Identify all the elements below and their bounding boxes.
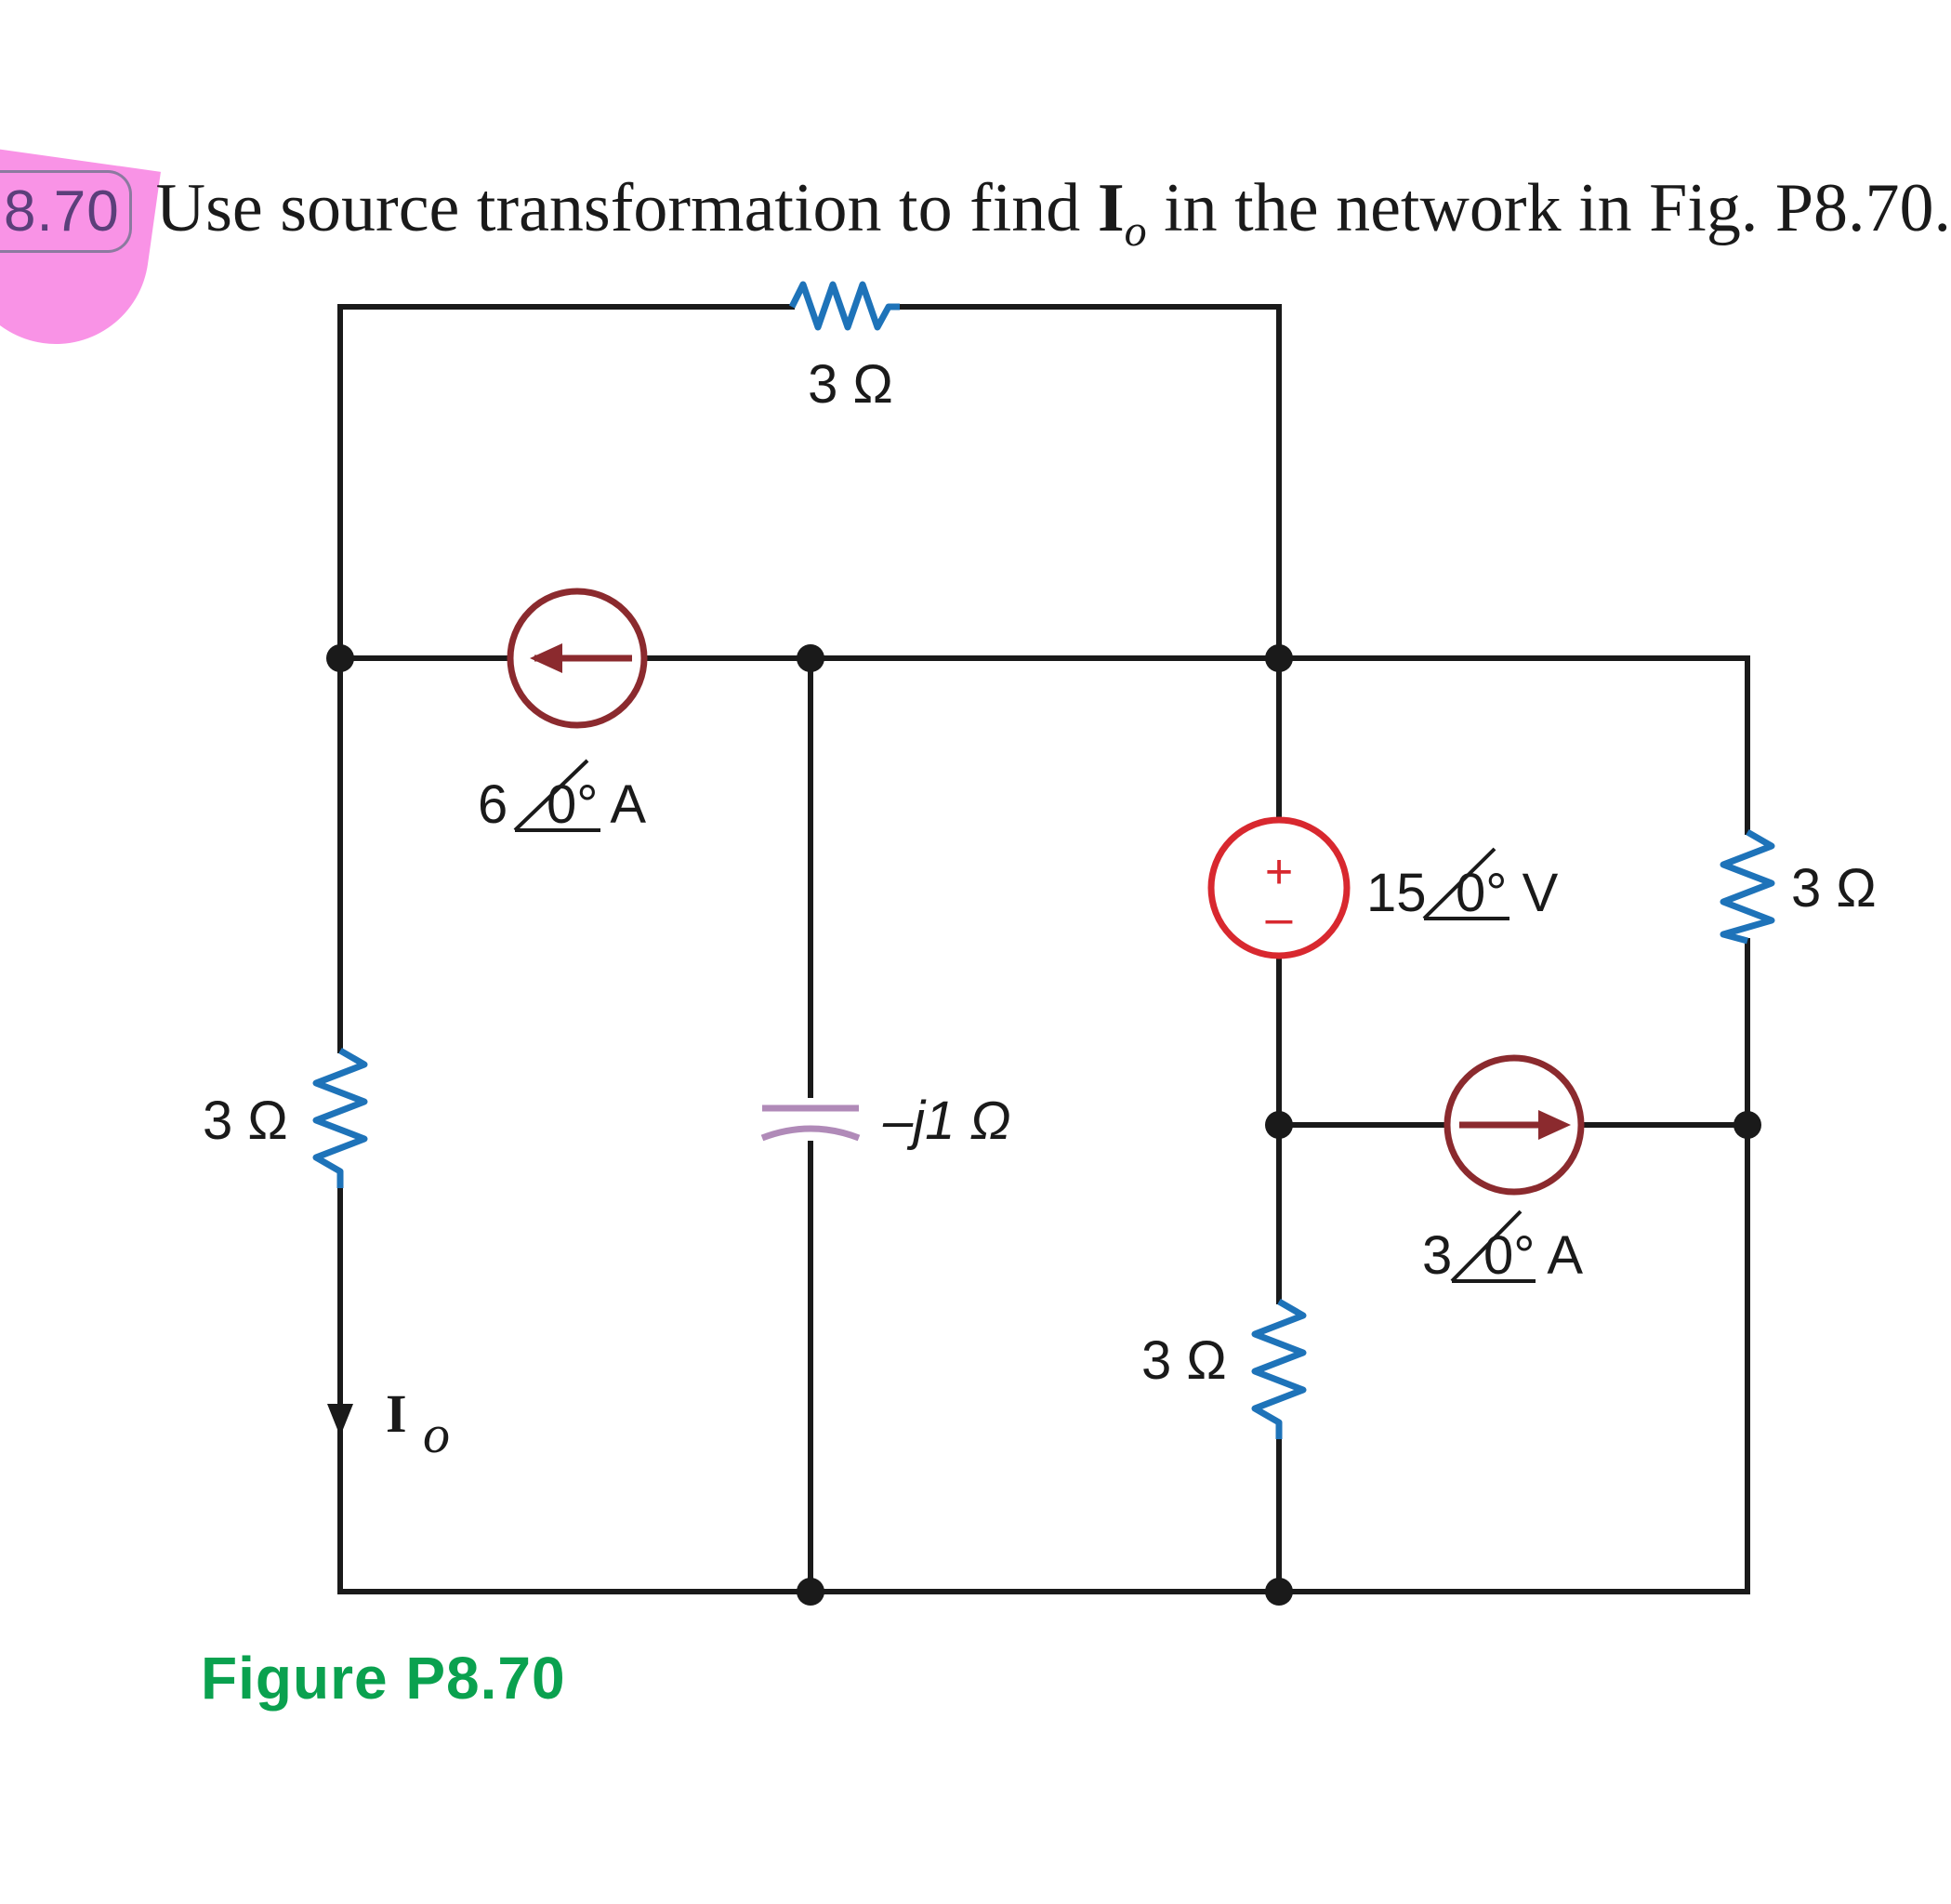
current-source-right bbox=[1443, 1054, 1585, 1196]
problem-text-after: in the network in Fig. P8.70. bbox=[1146, 170, 1951, 246]
label-current-source-left: 6 0° A bbox=[478, 759, 646, 835]
node-cap-bottom bbox=[797, 1578, 824, 1606]
problem-text: Use source transformation to find Io in … bbox=[156, 169, 1951, 257]
wire-top-left bbox=[337, 304, 795, 661]
node-left-mid bbox=[326, 644, 354, 672]
voltage-plus: + bbox=[1265, 845, 1293, 899]
label-capacitor: –j1 Ω bbox=[882, 1091, 1011, 1151]
label-vs-angle: 0° V bbox=[1456, 863, 1559, 923]
label-voltage-source: 15 0° V bbox=[1366, 847, 1559, 923]
current-io-indicator: I o bbox=[327, 1383, 450, 1464]
resistors bbox=[312, 281, 1775, 1439]
node-right-mid bbox=[1265, 644, 1293, 672]
wire-left-lower bbox=[337, 1185, 813, 1594]
label-top-resistor: 3 Ω bbox=[808, 354, 893, 415]
node-cs-right bbox=[1733, 1111, 1761, 1139]
label-left-resistor: 3 Ω bbox=[203, 1091, 288, 1151]
label-middle-resistor: 3 Ω bbox=[1141, 1330, 1227, 1391]
nodes bbox=[326, 644, 1761, 1606]
problem-statement: 8.70 Use source transformation to find I… bbox=[0, 169, 1951, 257]
problem-variable-sub: o bbox=[1124, 205, 1147, 256]
circuit-diagram: + – 3 Ω 3 Ω 3 Ω 3 Ω –j1 Ω 6 0° A 15 0° V… bbox=[203, 281, 1877, 1606]
label-io: I bbox=[386, 1383, 407, 1444]
resistor-top bbox=[788, 281, 900, 331]
node-cs-left bbox=[1265, 1111, 1293, 1139]
problem-variable: I bbox=[1097, 170, 1125, 246]
voltage-minus: – bbox=[1266, 892, 1293, 945]
capacitor bbox=[760, 1104, 861, 1142]
label-cs-right-mag: 3 bbox=[1422, 1225, 1452, 1286]
label-cs-right-angle: 0° A bbox=[1483, 1225, 1583, 1286]
label-right-resistor: 3 Ω bbox=[1791, 858, 1877, 919]
wire-rail-right bbox=[1276, 655, 1750, 835]
voltage-source: + – bbox=[1207, 816, 1351, 959]
wire-bottom-rail bbox=[808, 1124, 1750, 1594]
wires bbox=[337, 304, 1750, 1594]
label-cs-left-angle: 0° A bbox=[547, 774, 646, 835]
label-current-source-right: 3 0° A bbox=[1422, 1210, 1583, 1286]
node-bottom-right bbox=[1265, 1578, 1293, 1606]
resistor-right bbox=[1720, 828, 1775, 945]
label-cs-left-mag: 6 bbox=[478, 774, 508, 835]
wire-top-right bbox=[897, 304, 1282, 661]
resistor-middle bbox=[1251, 1298, 1307, 1439]
resistor-left bbox=[312, 1047, 368, 1188]
node-cap-top bbox=[797, 644, 824, 672]
current-io-arrow bbox=[327, 1404, 353, 1436]
current-source-left bbox=[507, 588, 648, 729]
label-io-sub: o bbox=[423, 1404, 450, 1464]
problem-text-before: Use source transformation to find bbox=[155, 170, 1098, 246]
label-vs-mag: 15 bbox=[1366, 863, 1427, 923]
figure-caption: Figure P8.70 bbox=[201, 1645, 566, 1712]
problem-number: 8.70 bbox=[0, 170, 132, 253]
